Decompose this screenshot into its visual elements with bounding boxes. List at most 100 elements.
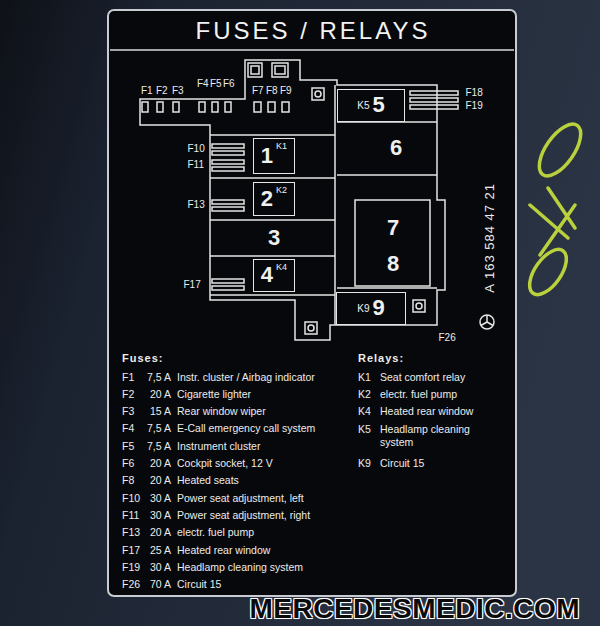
relay-position: 7 <box>372 212 414 245</box>
fuse-description: Instrument cluster <box>177 440 260 453</box>
fuse-rating: 20 A <box>150 457 171 470</box>
relay-number: K1 <box>358 371 371 384</box>
position-number: 3 <box>268 226 280 250</box>
divider-line <box>210 294 335 296</box>
fuse-position-label: F3 <box>172 85 184 97</box>
position-number: 9 <box>372 296 384 320</box>
fuse-description: Headlamp cleaning system <box>177 561 303 574</box>
relay-socket: K99 <box>336 292 406 325</box>
label-sticker <box>108 10 516 596</box>
relay-position: 6 <box>376 130 416 166</box>
fuse-rating: 30 A <box>150 509 171 522</box>
fuse-slot <box>212 207 244 211</box>
bolt-hole <box>315 91 321 97</box>
divider-line <box>210 219 335 221</box>
fuse-number: F1 <box>122 371 134 384</box>
divider-line <box>337 287 437 289</box>
fuse-slot <box>410 98 458 102</box>
fuse-description: Circuit 15 <box>177 578 221 591</box>
relay-number: K9 <box>358 457 371 470</box>
bolt-hole <box>308 325 314 331</box>
fuse-position-label: F17 <box>184 279 201 291</box>
relay-description: Circuit 15 <box>380 457 490 470</box>
mount-square <box>272 63 288 77</box>
fuse-number: F4 <box>122 422 134 435</box>
fuse-slot <box>173 102 179 112</box>
relay-number: K2 <box>358 388 371 401</box>
fuse-slot <box>212 160 244 164</box>
fuse-position-label: F11 <box>188 159 205 171</box>
position-number: 7 <box>387 216 399 240</box>
fuse-rating: 30 A <box>150 492 171 505</box>
fuse-position-label: F19 <box>466 100 483 112</box>
relay-block-outline <box>355 200 430 286</box>
relay-position: 3 <box>253 222 295 255</box>
fuse-rating: 25 A <box>150 544 171 557</box>
divider-line <box>210 255 335 257</box>
fuse-slot <box>410 105 458 109</box>
relay-description: Seat comfort relay <box>380 371 490 384</box>
fuse-description: Instr. cluster / Airbag indicator <box>177 371 315 384</box>
mercedes-star <box>481 315 493 326</box>
fuse-number: F17 <box>122 544 140 557</box>
relay-socket: 1K1 <box>253 138 295 174</box>
fuse-box-outline <box>140 60 445 340</box>
fuse-number: F8 <box>122 474 134 487</box>
relay-socket: 4K4 <box>253 259 295 292</box>
fuse-description: Power seat adjustment, right <box>177 509 310 522</box>
relay-description: Headlamp cleaning system <box>380 423 490 449</box>
bolt-square <box>413 300 425 312</box>
relay-position: 8 <box>372 248 414 281</box>
fuse-slot <box>212 167 244 171</box>
relay-description: electr. fuel pump <box>380 388 490 401</box>
bolt-hole <box>416 303 422 309</box>
title-rule <box>110 49 514 51</box>
fuse-slot <box>212 286 244 290</box>
fuse-number: F26 <box>122 578 140 591</box>
fuse-description: Heated seats <box>177 474 239 487</box>
fuse-description: electr. fuel pump <box>177 526 254 539</box>
table-heading: Relays: <box>358 352 404 365</box>
fuse-slot <box>268 102 275 112</box>
fuse-position-label: F18 <box>466 87 483 99</box>
fuse-number: F2 <box>122 388 134 401</box>
fuse-rating: 15 A <box>150 405 171 418</box>
fuse-slot <box>254 102 261 112</box>
fuse-position-label: F4 <box>197 78 209 90</box>
fuse-position-label: F8 <box>266 85 278 97</box>
fuse-slot <box>199 102 205 112</box>
mount-square <box>251 66 259 74</box>
fuse-position-label: F7 <box>252 85 264 97</box>
fuse-description: Cigarette lighter <box>177 388 251 401</box>
fuse-slot <box>410 91 458 95</box>
divider-line <box>210 177 335 179</box>
relay-description: Heated rear window <box>380 405 490 418</box>
handwriting <box>531 117 588 182</box>
fuse-number: F6 <box>122 457 134 470</box>
fuse-description: Power seat adjustment, left <box>177 492 304 505</box>
fuse-description: Rear window wiper <box>177 405 266 418</box>
title: FUSES / RELAYS <box>196 17 431 46</box>
fuse-rating: 70 A <box>150 578 171 591</box>
mount-square <box>275 66 285 74</box>
fuse-position-label: F6 <box>223 78 235 90</box>
relay-code: K4 <box>276 263 287 273</box>
relay-number: K4 <box>358 405 371 418</box>
fuse-position-label: F5 <box>210 78 222 90</box>
fuse-rating: 20 A <box>150 388 171 401</box>
fuse-slot <box>225 102 231 112</box>
position-number: 5 <box>372 93 384 117</box>
fuse-position-label: F2 <box>156 85 168 97</box>
handwriting <box>530 188 575 255</box>
fuse-description: E-Call emergency call system <box>177 422 315 435</box>
fuse-position-label: F9 <box>280 85 292 97</box>
fuse-rating: 7,5 A <box>147 371 171 384</box>
relay-code: K2 <box>276 186 287 196</box>
fuse-rating: 20 A <box>150 526 171 539</box>
divider-line <box>210 134 335 136</box>
relay-number: K5 <box>358 423 371 436</box>
relay-socket: K55 <box>337 89 405 122</box>
